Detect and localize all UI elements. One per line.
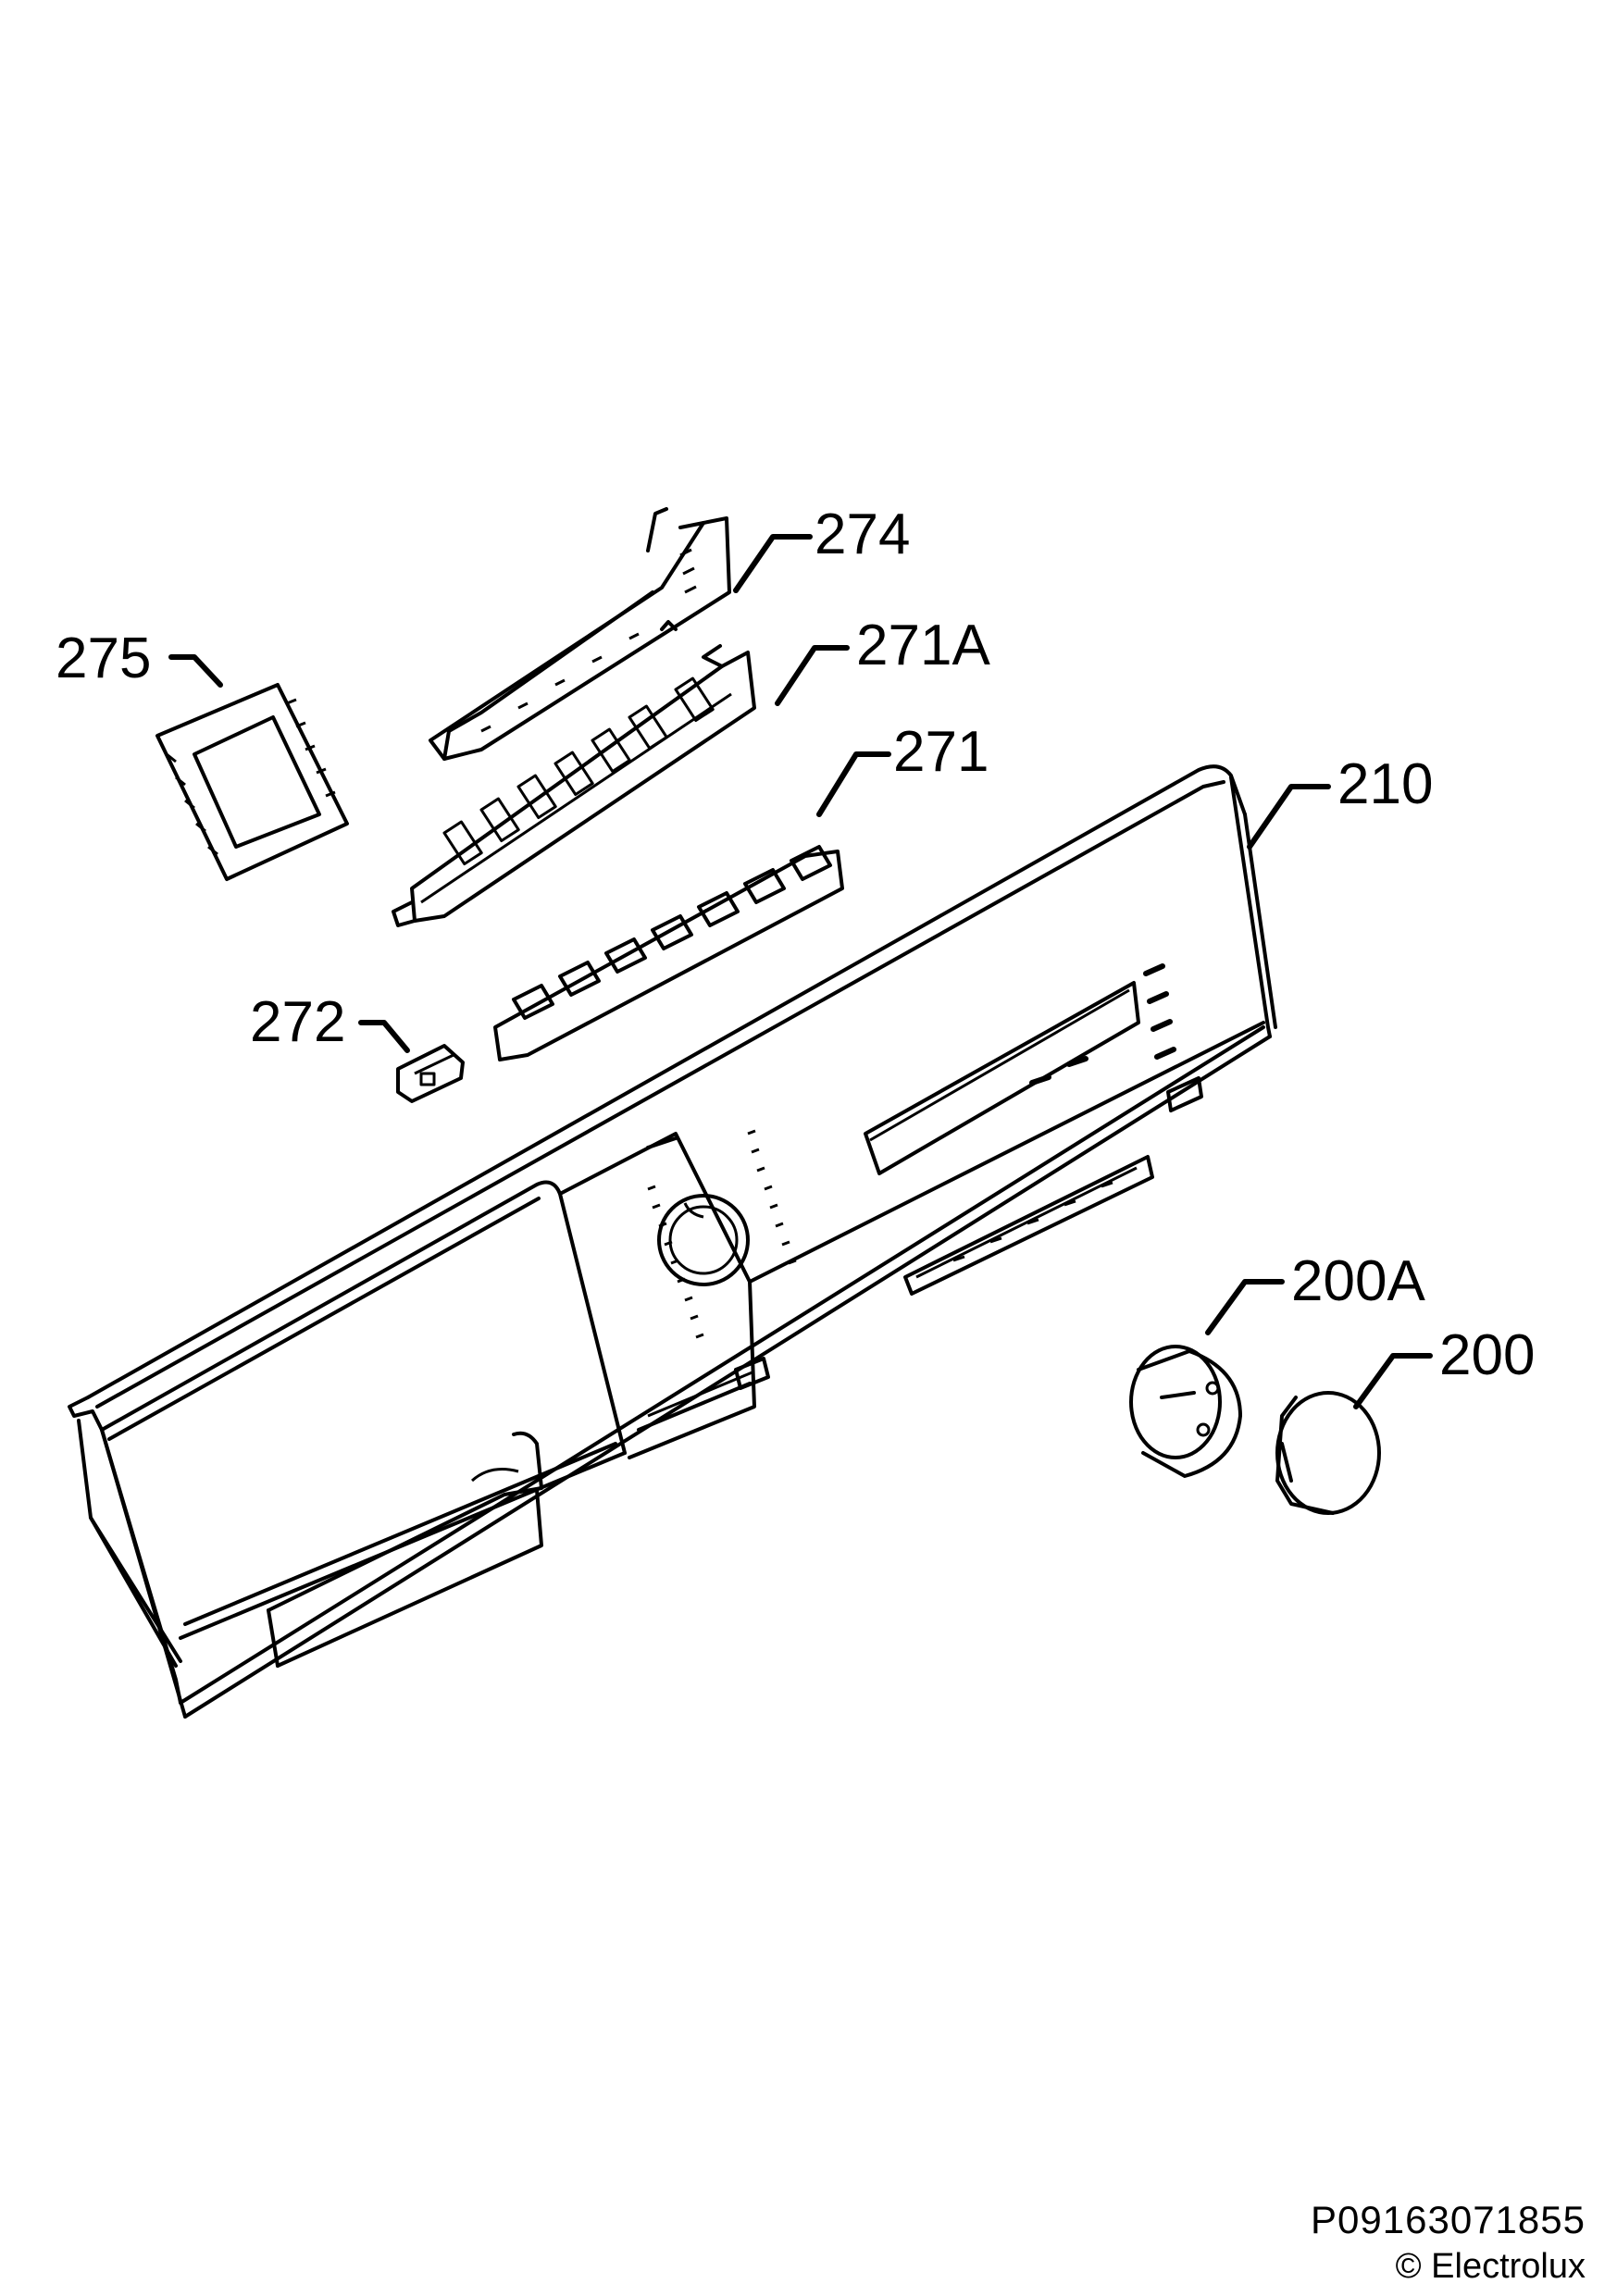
document-code: P09163071855 [1311,2198,1586,2241]
part-274-bracket [429,507,731,761]
callout-275: 275 [56,627,151,690]
callout-200: 200 [1439,1323,1535,1387]
part-200-knob-cap [1275,1391,1381,1515]
part-272-switch [396,1044,465,1103]
leader-272 [358,1020,410,1053]
part-271-button-block [493,845,844,1061]
leader-200 [1353,1353,1433,1409]
callout-200A: 200A [1291,1249,1425,1313]
callout-210: 210 [1337,752,1433,816]
callout-272: 272 [250,990,345,1054]
leader-275 [168,654,223,688]
part-210-control-panel [68,764,1277,1719]
leader-271 [816,751,891,817]
leader-210 [1247,784,1331,850]
part-271A-pcb [392,644,756,927]
leader-200A [1205,1279,1285,1335]
callout-274: 274 [815,503,910,566]
leader-271A [775,645,850,706]
part-275-frame [155,683,349,881]
copyright-brand: © Electrolux [1395,2247,1586,2286]
part-200A-knob-shaft [1129,1345,1242,1478]
leader-lines [168,534,1433,1409]
leader-274 [733,534,813,593]
callout-271: 271 [893,720,989,784]
callout-271A: 271A [856,614,990,677]
